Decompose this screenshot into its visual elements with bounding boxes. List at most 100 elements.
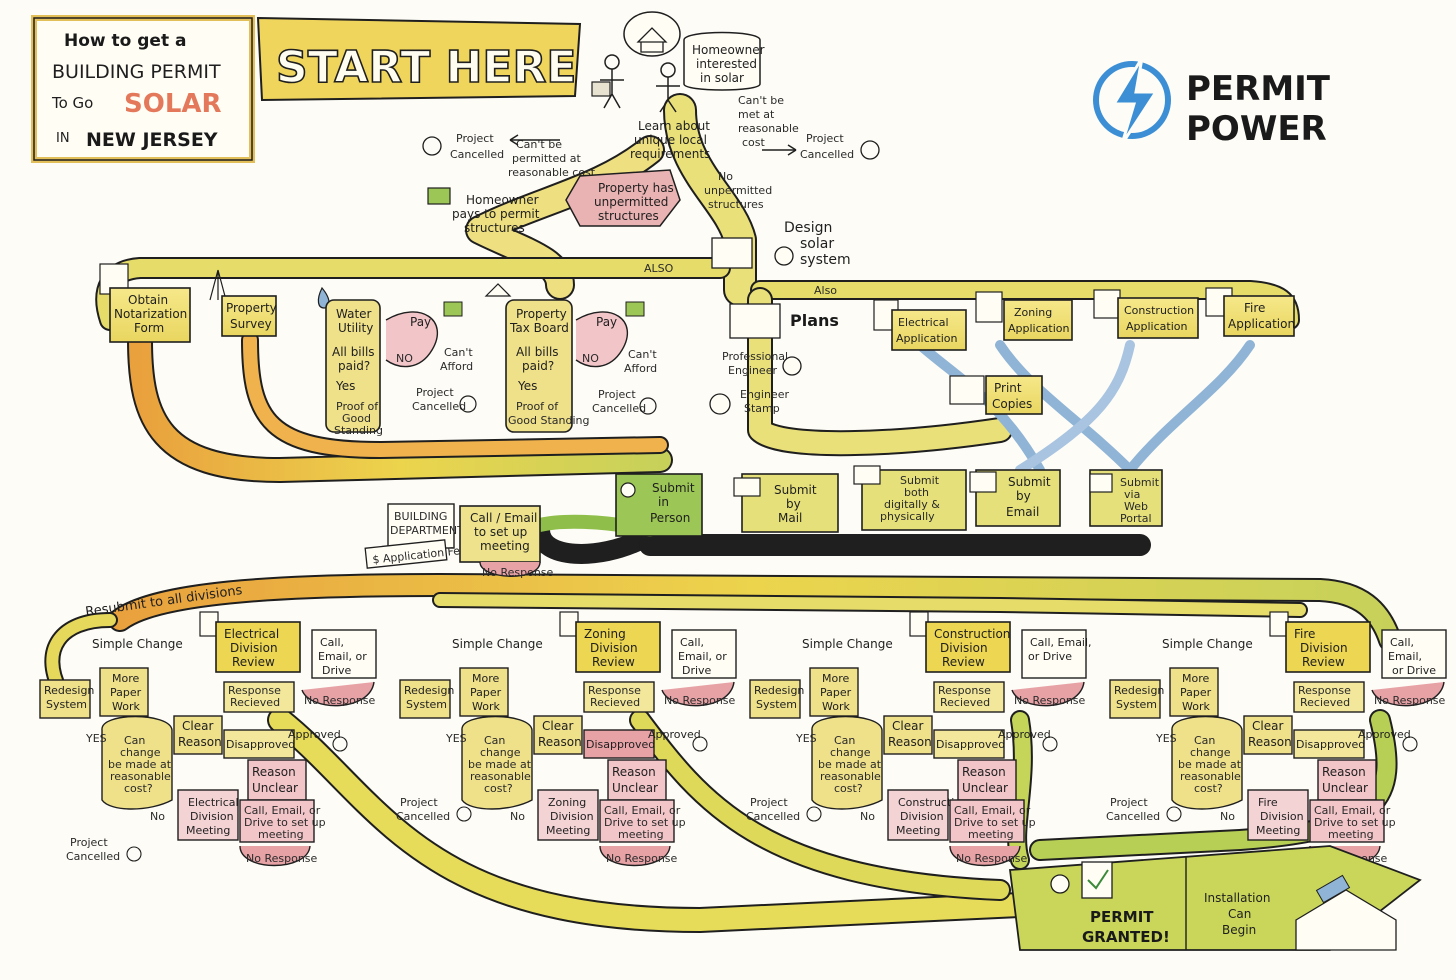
granted-l2: GRANTED! (1082, 928, 1170, 946)
tax-pay-loop: Pay NO Can't Afford Project Cancelled (575, 301, 657, 415)
notar-l2: Notarization (114, 307, 187, 321)
unpermitted-structures: Property has unpermitted structures (565, 169, 681, 227)
unclear-l1: Reason (252, 765, 296, 779)
logo-line-1: PERMIT (1186, 69, 1331, 109)
thought-bubble (623, 11, 681, 57)
can-change-l2: change (830, 746, 871, 759)
cancel-l2: Cancelled (66, 850, 120, 863)
can-change-l3: be made at (818, 758, 882, 771)
design-l2: solar (800, 236, 834, 252)
paperwork-l1: More (1182, 672, 1210, 685)
submit-options: Submit in Person Submit by Mail Submit b… (615, 465, 1163, 537)
unperm-l3: structures (598, 209, 659, 223)
call-setup-l3: meeting (1328, 828, 1374, 841)
paperwork-l2: Paper (470, 686, 502, 699)
meeting-no-response: No Response (246, 852, 318, 865)
fire-application: Fire Application (1205, 287, 1295, 337)
call-setup-l1: Call, Email, or (604, 804, 681, 817)
survey-l2: Survey (230, 317, 272, 331)
tax-yes: Yes (517, 379, 537, 393)
no-response-label: No Response (1014, 694, 1086, 707)
building-no-response: No Response (482, 566, 554, 579)
engineer-l1: Professional (722, 350, 788, 363)
response-l1: Response (228, 684, 281, 697)
tax-cancel-l1: Project (598, 388, 636, 401)
call-setup-l2: Drive to set up (954, 816, 1036, 829)
permit-granted-area: PERMIT GRANTED! Installation Can Begin (1008, 845, 1422, 951)
no-unperm-l1: No (718, 170, 733, 183)
meeting-l2: Division (550, 810, 594, 823)
cancel-l1: Project (70, 836, 108, 849)
meeting-l2: Division (900, 810, 944, 823)
cant-met-l4: cost (742, 136, 766, 149)
top-stage: Homeowner interested in solar Learn abou… (422, 11, 880, 297)
water-drop-icon (317, 286, 330, 309)
review-l3: Review (232, 655, 275, 669)
call-l3: Drive (322, 664, 352, 677)
fee-bill-icon (364, 539, 448, 569)
sad-face-icon (459, 395, 477, 413)
can-change-l1: Can (834, 734, 855, 747)
dept-l2: DEPARTMENT (390, 524, 464, 537)
yes-label: YES (1155, 732, 1177, 745)
pays-l1: Homeowner (466, 193, 539, 207)
flow-paths (44, 93, 1402, 933)
call-l2: Email, or (318, 650, 367, 663)
install-l3: Begin (1222, 923, 1256, 937)
permit-power-logo: PERMIT POWER (1093, 57, 1331, 149)
tax-l2: Tax Board (509, 321, 569, 335)
can-change-l5: cost? (484, 782, 513, 795)
dollar-bill-icon (625, 301, 645, 317)
disapproved-label: Disapproved (936, 738, 1005, 751)
zoning-app-l2: Application (1008, 322, 1069, 335)
tax-cancel-l2: Cancelled (592, 402, 646, 415)
survey-tripod-icon (209, 269, 227, 301)
water-l2: Utility (338, 321, 373, 335)
cancel-l2: Cancelled (396, 810, 450, 823)
mail-l1: Submit (774, 483, 817, 497)
water-bills-l2: paid? (338, 359, 370, 373)
homeowner-l2: interested (696, 57, 757, 71)
sad-face-icon (126, 846, 142, 862)
tax-bills-l1: All bills (516, 345, 559, 359)
call-l3: meeting (480, 539, 530, 553)
learn-l1: Learn about (638, 119, 710, 133)
call-l3: Drive (682, 664, 712, 677)
paperwork-l3: Work (112, 700, 140, 713)
cant-met-l2: met at (738, 108, 775, 121)
yes-label: YES (445, 732, 467, 745)
paperwork-l1: More (822, 672, 850, 685)
redesign-l1: Redesign (1114, 684, 1164, 697)
tax-proof-l2: Good Standing (508, 414, 589, 427)
person-l1: Submit (652, 481, 695, 495)
tax-proof-l1: Proof of (516, 400, 559, 413)
tax-cant-l2: Afford (624, 362, 657, 375)
homeowner-l3: in solar (700, 71, 744, 85)
tax-l1: Property (516, 307, 567, 321)
fire-app-l1: Fire (1244, 301, 1265, 315)
call-l1: Call, (680, 636, 704, 649)
cancel-left-l2: Cancelled (450, 148, 504, 161)
can-change-l4: reasonable (110, 770, 171, 783)
redesign-l2: System (1116, 698, 1157, 711)
survey-box: Property Survey (209, 269, 277, 337)
sad-face-icon (806, 806, 822, 822)
homeowner-interested-note: Homeowner interested in solar (683, 31, 765, 91)
laptop-icon (853, 465, 881, 485)
submit-both: Submit both digitally & physically (853, 465, 967, 531)
learn-requirements: Learn about unique local requirements (630, 119, 710, 161)
clear-l1: Clear (182, 719, 213, 733)
clear-l2: Reason (888, 735, 932, 749)
happy-person-figure (1050, 874, 1070, 894)
response-l1: Response (1298, 684, 1351, 697)
call-l1: Call / Email (470, 511, 537, 525)
call-l2: Email, or (678, 650, 727, 663)
simple-change-label: Simple Change (92, 637, 183, 651)
cancel-l2: Cancelled (1106, 810, 1160, 823)
clear-l1: Clear (892, 719, 923, 733)
electrical-application: Electrical Application (873, 299, 967, 351)
can-change-l5: cost? (834, 782, 863, 795)
print-l2: Copies (992, 397, 1032, 411)
constr-app-l1: Construction (1124, 304, 1194, 317)
no-response-label: No Response (304, 694, 376, 707)
